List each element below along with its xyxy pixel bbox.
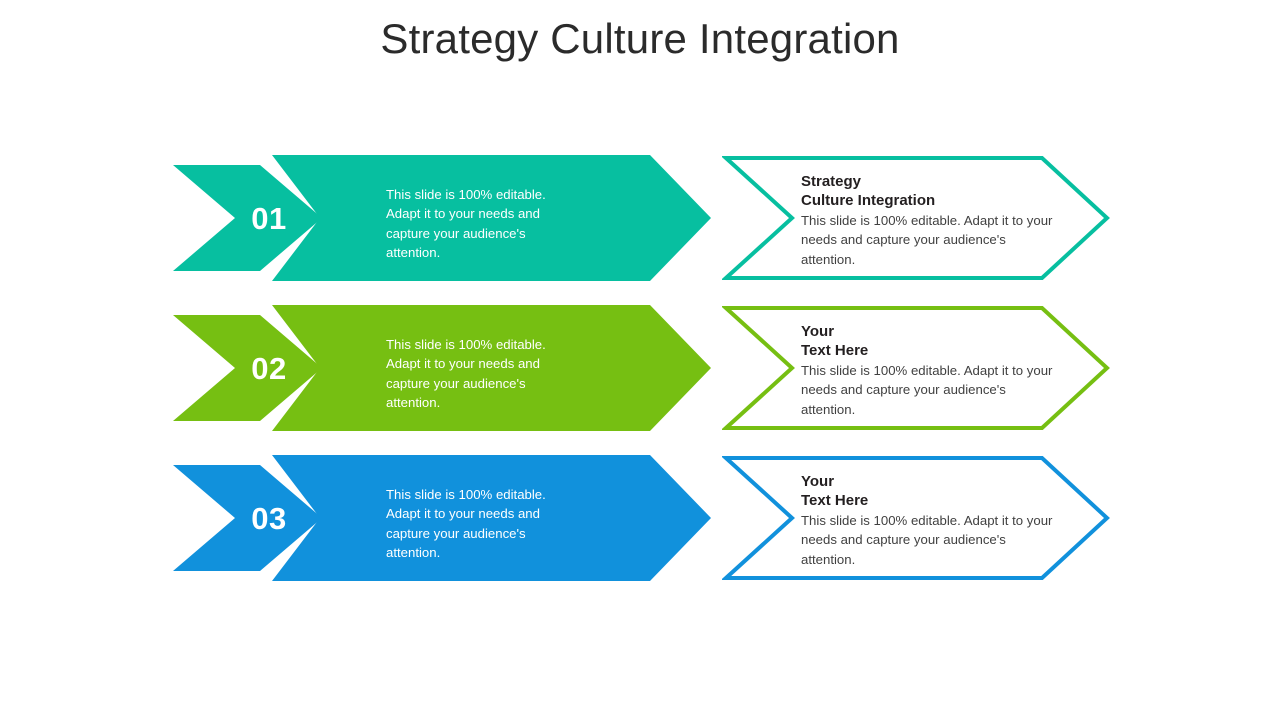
step-arrow-filled[interactable]: 03 This slide is 100% editable. Adapt it… <box>170 453 715 583</box>
main-arrow-shape <box>272 455 711 581</box>
page-title: Strategy Culture Integration <box>380 15 900 62</box>
step-number: 01 <box>251 201 287 236</box>
step-number: 02 <box>251 351 287 386</box>
step-description: This slide is 100% editable. Adapt it to… <box>386 487 546 560</box>
detail-title: Strategy Culture Integration <box>801 173 936 209</box>
step-number: 03 <box>251 501 287 536</box>
content-row: 02 This slide is 100% editable. Adapt it… <box>0 303 1280 433</box>
number-chevron-shape <box>173 315 322 421</box>
detail-arrow-outline[interactable]: Your Text Here This slide is 100% editab… <box>722 453 1114 583</box>
detail-text-block: Your Text Here This slide is 100% editab… <box>801 473 1053 569</box>
detail-arrow-shape <box>722 156 1110 280</box>
step-arrow-filled[interactable]: 01 This slide is 100% editable. Adapt it… <box>170 153 715 283</box>
detail-description: This slide is 100% editable. Adapt it to… <box>801 363 1053 417</box>
step-arrow-filled[interactable]: 02 This slide is 100% editable. Adapt it… <box>170 303 715 433</box>
main-arrow-shape <box>272 305 711 431</box>
main-arrow-shape <box>272 155 711 281</box>
detail-arrow-outline[interactable]: Your Text Here This slide is 100% editab… <box>722 303 1114 433</box>
detail-title: Your Text Here <box>801 473 869 509</box>
content-row: 03 This slide is 100% editable. Adapt it… <box>0 453 1280 583</box>
detail-arrow-shape <box>722 456 1110 580</box>
detail-arrow-outline[interactable]: Strategy Culture Integration This slide … <box>722 153 1114 283</box>
detail-description: This slide is 100% editable. Adapt it to… <box>801 513 1053 567</box>
step-description: This slide is 100% editable. Adapt it to… <box>386 187 546 260</box>
number-chevron-shape <box>173 465 322 571</box>
step-description: This slide is 100% editable. Adapt it to… <box>386 337 546 410</box>
number-chevron-shape <box>173 165 322 271</box>
detail-arrow-shape <box>722 306 1110 430</box>
detail-text-block: Your Text Here This slide is 100% editab… <box>801 323 1053 419</box>
detail-description: This slide is 100% editable. Adapt it to… <box>801 213 1053 267</box>
detail-title: Your Text Here <box>801 323 869 359</box>
content-row: 01 This slide is 100% editable. Adapt it… <box>0 153 1280 283</box>
detail-text-block: Strategy Culture Integration This slide … <box>801 173 1053 269</box>
